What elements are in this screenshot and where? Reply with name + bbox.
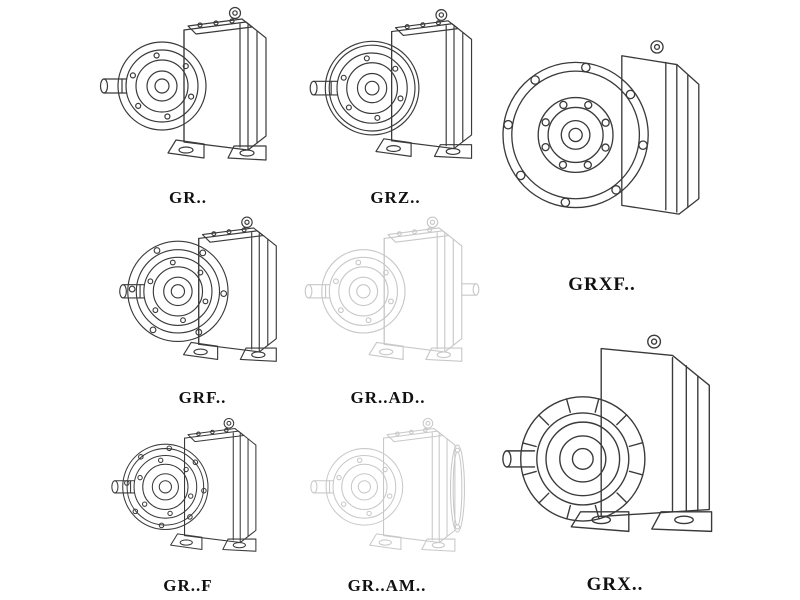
figure-label-grx: GRX.. [586, 574, 644, 595]
figure-label-gr: GR.. [169, 188, 207, 207]
gearbox-drawing-gr-am [288, 412, 486, 573]
gearbox-drawing-gr-ad [288, 210, 488, 385]
figure-label-grxf: GRXF.. [568, 274, 636, 295]
gearbox-drawing-grxf [492, 0, 712, 271]
figure-label-grz: GRZ.. [370, 188, 421, 207]
figure-label-gr-ad: GR..AD.. [350, 388, 426, 407]
figure-label-gr-f: GR..F [163, 576, 213, 595]
figure-grx: GRX.. [500, 302, 730, 600]
figure-gr-f: GR..F [88, 412, 288, 600]
gearbox-drawing-grz [298, 0, 493, 185]
gearbox-drawing-grf [95, 210, 310, 385]
gearbox-drawing-gr [88, 0, 288, 185]
figure-grf: GRF.. [95, 210, 310, 412]
figure-label-grf: GRF.. [178, 388, 227, 407]
figure-gr-ad: GR..AD.. [288, 210, 488, 412]
figure-grz: GRZ.. [298, 0, 493, 212]
gearbox-drawing-gr-f [88, 412, 288, 573]
gearbox-drawing-grx [500, 302, 730, 571]
figure-grxf: GRXF.. [492, 0, 712, 300]
figure-gr: GR.. [88, 0, 288, 212]
figure-label-gr-am: GR..AM.. [347, 576, 427, 595]
figure-gr-am: GR..AM.. [288, 412, 486, 600]
